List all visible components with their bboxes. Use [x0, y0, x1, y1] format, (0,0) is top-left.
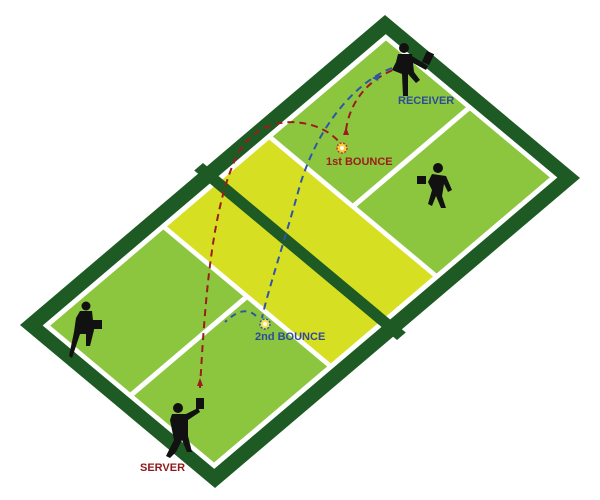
receiver-partner-player-icon [417, 163, 452, 208]
serve-path [199, 121, 341, 389]
return-bounce-path [224, 310, 257, 323]
service-box-right-far [356, 110, 550, 274]
return-arrow-icon [372, 74, 380, 81]
server-player-icon [166, 398, 204, 458]
serve-bounce-path [345, 67, 399, 131]
receiver-player-icon [392, 43, 435, 96]
server-label: SERVER [140, 462, 185, 474]
court [20, 15, 581, 488]
kitchen-far [221, 139, 434, 317]
first-bounce-label: 1st BOUNCE [326, 156, 393, 168]
return-path [261, 67, 393, 319]
serve-arrow-icon [197, 378, 203, 386]
first-bounce-burst-icon [336, 142, 348, 154]
net [194, 163, 406, 340]
serve-bounce-arrow-icon [343, 127, 349, 135]
receiver-label: RECEIVER [398, 95, 454, 107]
second-bounce-label: 2nd BOUNCE [255, 331, 325, 343]
kitchen-near [167, 186, 379, 364]
service-box-left-near [50, 229, 244, 393]
server-partner-player-icon [69, 301, 102, 358]
second-bounce-burst-icon [259, 318, 271, 330]
